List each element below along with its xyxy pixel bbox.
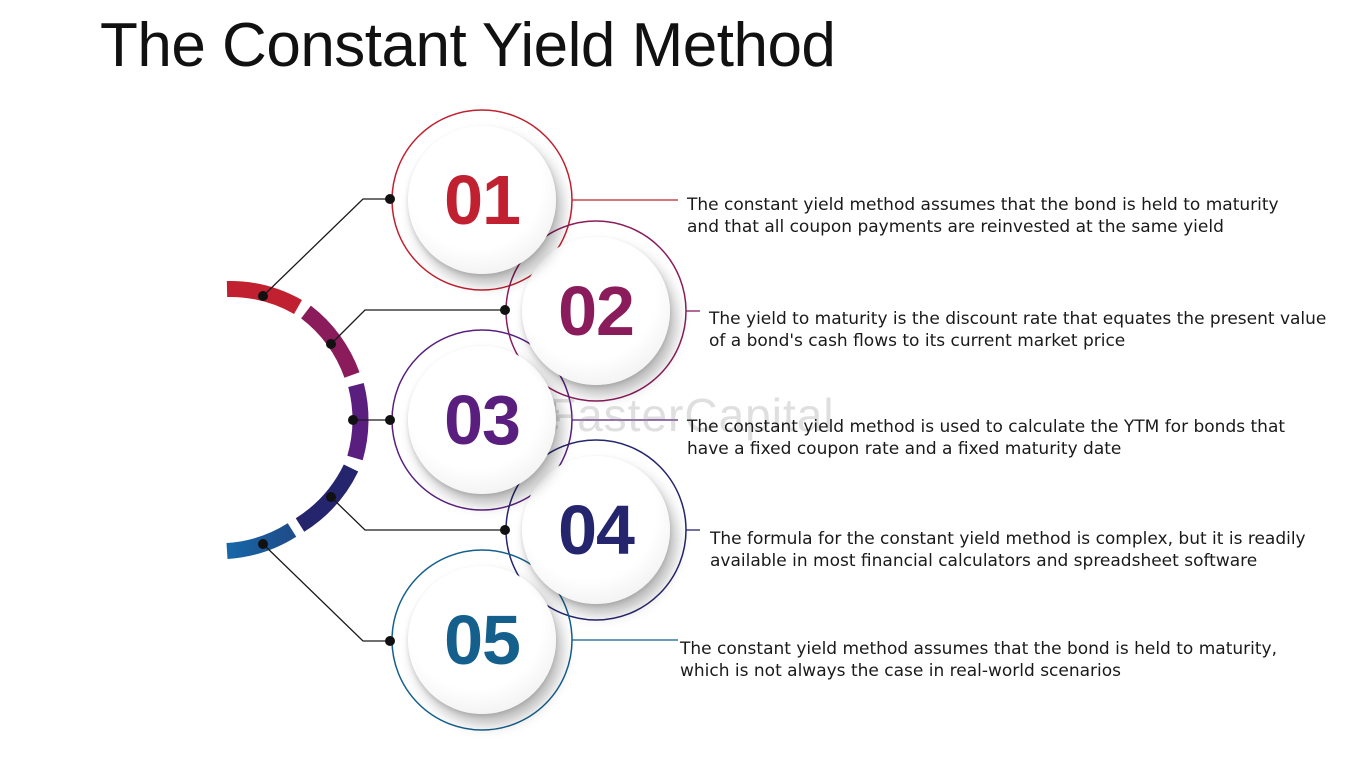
connectors (262, 198, 505, 642)
step-number-04: 04 (558, 491, 635, 569)
step-number-03: 03 (444, 381, 521, 459)
step-circle-03: 03 (408, 346, 556, 494)
step-description-02: The yield to maturity is the discount ra… (709, 309, 1327, 351)
watermark: FasterCapital (548, 389, 835, 441)
step-description-04: The formula for the constant yield metho… (710, 529, 1306, 571)
connector-dots (258, 194, 510, 646)
step-circle-01: 01 (408, 126, 556, 274)
arc-segment-03 (347, 382, 369, 461)
arc-segment-04 (295, 464, 359, 532)
step-circle-02: 02 (522, 237, 670, 385)
segmented-arc (226, 280, 369, 559)
step-description-05: The constant yield method assumes that t… (680, 639, 1277, 681)
step-number-02: 02 (558, 272, 635, 350)
step-description-01: The constant yield method assumes that t… (687, 195, 1279, 237)
step-description-03: The constant yield method is used to cal… (687, 417, 1286, 459)
step-number-05: 05 (444, 601, 521, 679)
page-title: The Constant Yield Method (100, 11, 836, 80)
step-circle-04: 04 (522, 456, 670, 604)
step-number-01: 01 (444, 161, 521, 239)
step-circle-05: 05 (408, 566, 556, 714)
